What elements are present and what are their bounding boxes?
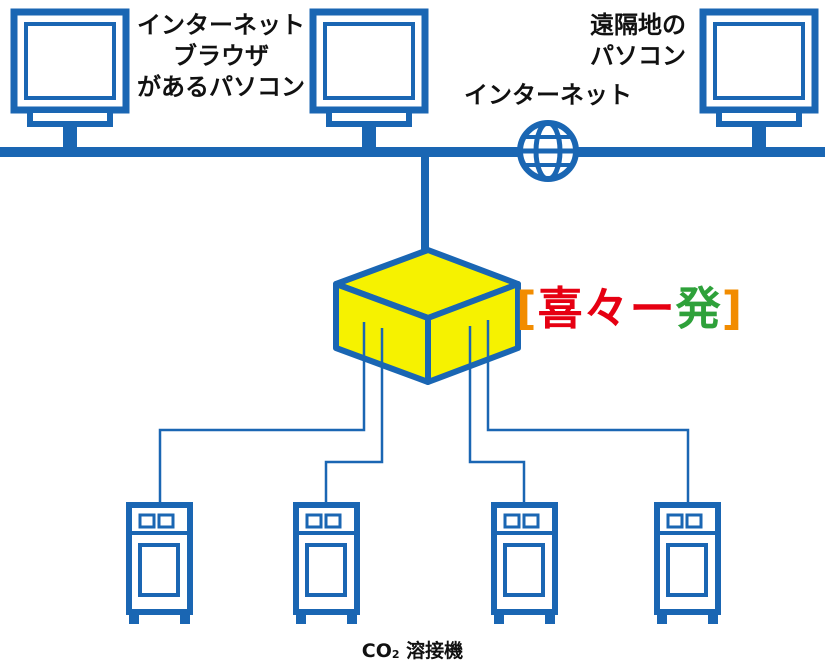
internet-label: インターネット <box>464 81 632 109</box>
network-bus <box>0 147 825 157</box>
brand-char-dash: ー <box>629 282 676 335</box>
caption-prefix: CO <box>361 640 392 662</box>
browser-pc-label: インターネット ブラウザ があるパソコン <box>128 10 314 103</box>
remote-pc-label-line1: 遠隔地の <box>590 11 686 39</box>
browser-pc-label-line2: ブラウザ <box>173 42 269 70</box>
globe-icon <box>517 120 579 182</box>
brand-char-noma: 々 <box>583 282 630 335</box>
brand-char-hatsu: 発 <box>675 282 722 335</box>
welding-machine-icon-1 <box>126 502 193 624</box>
caption-suffix: 溶接機 <box>399 640 464 662</box>
monitor-icon-1 <box>10 8 130 148</box>
brand-close-bracket: ] <box>721 282 744 335</box>
monitor-icon-3 <box>699 8 819 148</box>
hub-uplink <box>421 155 429 255</box>
monitor-icon-2 <box>309 8 429 148</box>
brand-open-bracket: [ <box>516 282 538 335</box>
caption-subscript: 2 <box>391 648 400 661</box>
welder-caption: CO2 溶接機 <box>0 636 825 663</box>
hub-connections <box>158 320 690 506</box>
remote-pc-label: 遠隔地の パソコン <box>574 10 702 72</box>
welding-machine-icon-3 <box>491 502 558 624</box>
browser-pc-label-line1: インターネット <box>137 11 305 39</box>
brand-char-ki: 喜 <box>537 282 584 335</box>
remote-pc-label-line2: パソコン <box>590 42 686 70</box>
welding-machine-icon-2 <box>293 502 360 624</box>
browser-pc-label-line3: があるパソコン <box>137 73 305 101</box>
brand-logo: [喜々ー発] <box>516 284 743 334</box>
welding-machine-icon-4 <box>654 502 721 624</box>
